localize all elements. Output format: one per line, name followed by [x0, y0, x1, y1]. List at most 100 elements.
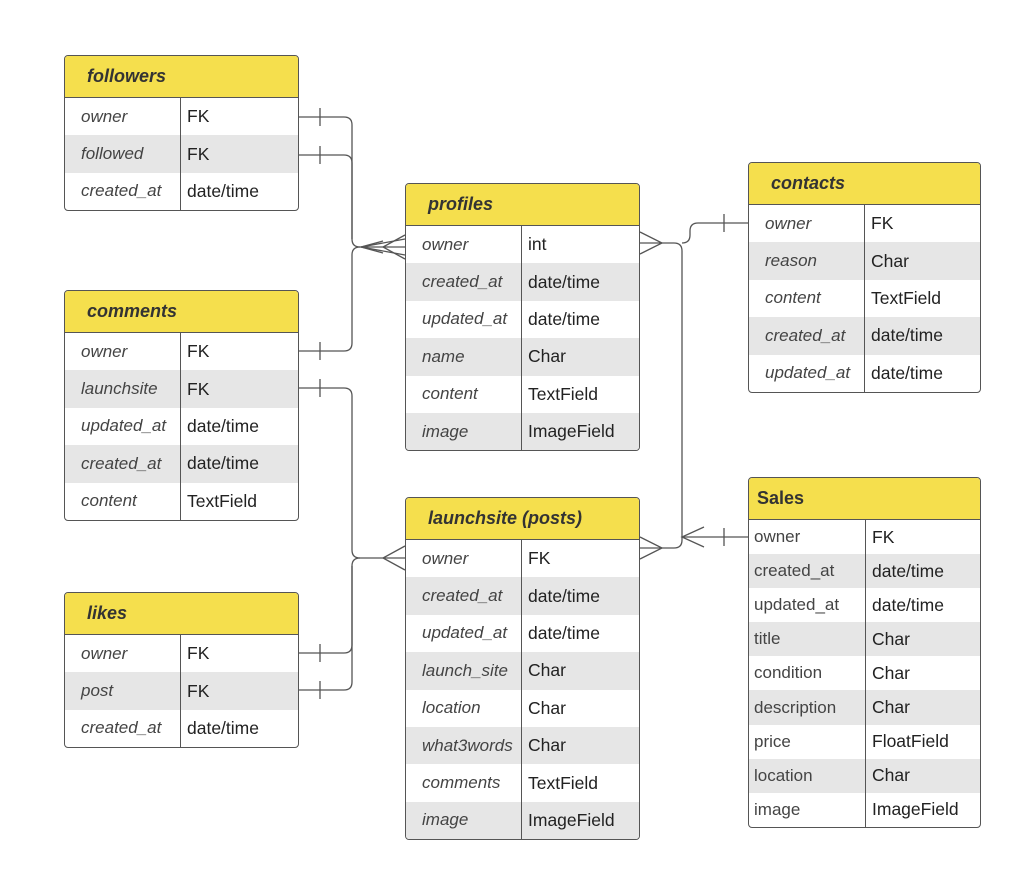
entity-comments: comments owner FK launchsite FK updated_… — [64, 290, 299, 521]
field-name: launchsite — [65, 370, 181, 408]
field-name: owner — [65, 333, 181, 371]
entity-title: comments — [87, 301, 178, 321]
field-type: FK — [187, 643, 210, 664]
field-name: created_at — [749, 554, 866, 589]
field-row: created_at date/time — [65, 709, 298, 748]
field-name: price — [749, 724, 866, 759]
field-row: updated_at date/time — [65, 407, 298, 446]
field-row: followed FK — [65, 135, 298, 173]
field-type: Char — [872, 628, 910, 649]
field-type: date/time — [871, 362, 943, 383]
field-name: location — [406, 689, 522, 727]
field-name: created_at — [65, 709, 181, 748]
entity-title: profiles — [428, 194, 494, 214]
field-type: FK — [187, 106, 210, 127]
crowfoot-launchsite-right — [639, 536, 664, 560]
field-type: date/time — [528, 622, 600, 643]
entity-likes: likes owner FK post FK created_at date/t… — [64, 592, 299, 749]
field-type: TextField — [187, 490, 258, 511]
field-name: updated_at — [749, 588, 866, 623]
field-row: updated_at date/time — [749, 354, 980, 392]
field-name: content — [406, 375, 522, 413]
field-type: date/time — [871, 325, 943, 346]
field-type: FK — [187, 143, 210, 164]
field-name: owner — [65, 635, 181, 673]
entity-title: Sales — [757, 488, 805, 508]
field-row: updated_at date/time — [749, 588, 980, 623]
field-row: created_at date/time — [749, 317, 980, 355]
entity-title: likes — [87, 603, 128, 623]
entity-header: launchsite (posts) — [406, 498, 639, 540]
field-type: date/time — [872, 594, 944, 615]
field-row: condition Char — [749, 656, 980, 691]
field-name: created_at — [65, 445, 181, 483]
field-name: created_at — [65, 172, 181, 211]
entity-header: contacts — [749, 163, 980, 205]
field-name: owner — [749, 520, 866, 555]
field-name: content — [65, 482, 181, 520]
field-name: location — [749, 758, 866, 793]
crowfoot-profiles-right — [639, 231, 664, 255]
field-type: date/time — [187, 453, 259, 474]
field-type: ImageField — [872, 799, 959, 820]
field-type: Char — [528, 697, 566, 718]
field-name: created_at — [406, 577, 522, 615]
crowfoot-launchsite-left — [381, 545, 406, 571]
field-row: name Char — [406, 338, 639, 376]
field-type: date/time — [187, 180, 259, 201]
field-name: updated_at — [749, 354, 865, 392]
field-row: owner FK — [749, 520, 980, 555]
entity-header: Sales — [749, 478, 980, 520]
field-row: updated_at date/time — [406, 300, 639, 339]
field-row: location Char — [749, 758, 980, 793]
field-row: owner FK — [749, 205, 980, 243]
entity-title: followers — [87, 66, 167, 86]
entity-profiles: profiles owner int created_at date/time … — [405, 183, 640, 452]
field-name: name — [406, 338, 522, 376]
field-name: updated_at — [65, 407, 181, 446]
field-type: FK — [528, 548, 551, 569]
field-type: ImageField — [528, 809, 615, 830]
field-name: content — [749, 279, 865, 318]
connector-comments-launchsite — [299, 387, 405, 559]
field-type: Char — [872, 697, 910, 718]
field-row: owner FK — [65, 333, 298, 371]
connector-followers-followed — [299, 154, 353, 239]
field-row: title Char — [749, 622, 980, 657]
connector-likes-post — [299, 566, 353, 691]
field-row: launchsite FK — [65, 370, 298, 408]
entity-header: profiles — [406, 184, 639, 226]
field-name: comments — [406, 764, 522, 802]
field-row: created_at date/time — [65, 445, 298, 483]
field-name: owner — [406, 226, 522, 264]
field-row: image ImageField — [749, 792, 980, 827]
field-row: owner int — [406, 226, 639, 264]
field-type: FK — [872, 526, 895, 547]
field-type: date/time — [528, 585, 600, 606]
field-row: owner FK — [65, 635, 298, 673]
field-row: price FloatField — [749, 724, 980, 759]
field-name: owner — [65, 98, 181, 136]
field-type: FK — [187, 341, 210, 362]
field-type: FK — [187, 680, 210, 701]
field-type: Char — [528, 735, 566, 756]
field-name: updated_at — [406, 614, 522, 653]
entity-title: launchsite (posts) — [428, 508, 583, 528]
field-name: description — [749, 690, 866, 725]
connector-contacts-owner — [681, 222, 748, 244]
crowfoot-profiles-left-1 — [381, 234, 406, 260]
entity-header: comments — [65, 291, 298, 333]
field-row: reason Char — [749, 242, 980, 280]
field-row: created_at date/time — [406, 577, 639, 615]
field-type: int — [528, 234, 547, 255]
field-name: updated_at — [406, 300, 522, 339]
field-name: reason — [749, 242, 865, 280]
entity-sales: Sales owner FK created_at date/time upda… — [748, 477, 981, 828]
field-row: comments TextField — [406, 764, 639, 802]
field-row: updated_at date/time — [406, 614, 639, 653]
field-name: owner — [406, 540, 522, 578]
field-type: date/time — [187, 415, 259, 436]
field-type: TextField — [871, 287, 942, 308]
field-row: image ImageField — [406, 801, 639, 840]
